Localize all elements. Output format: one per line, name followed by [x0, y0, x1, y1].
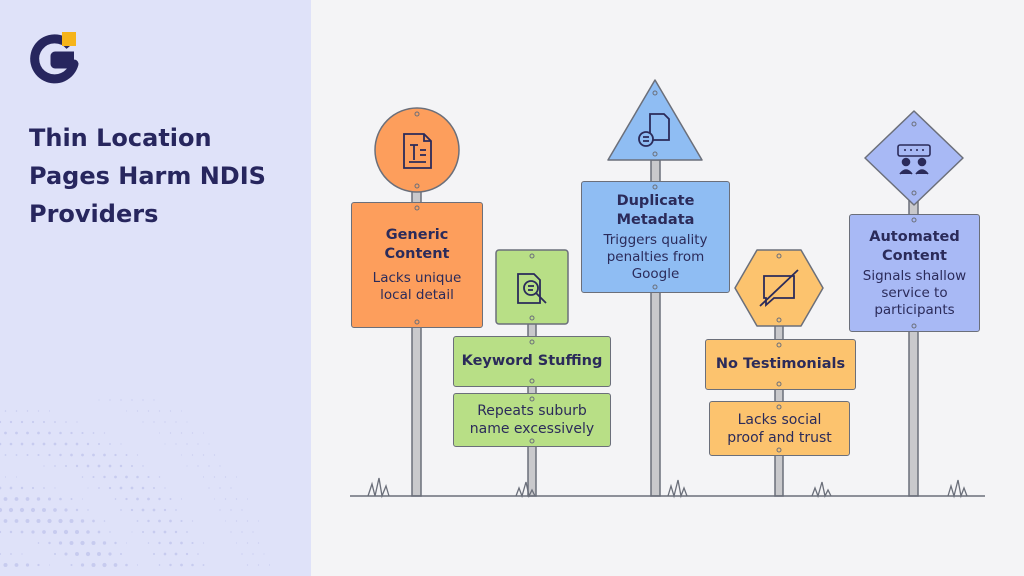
duplicate-metadata-body-2: penalties from	[606, 248, 705, 265]
page-title-line-2: Pages Harm NDIS	[29, 162, 266, 190]
keyword-stuffing-body-1: Repeats suburb	[477, 403, 587, 419]
automated-content-body-1: Signals shallow	[862, 267, 967, 284]
sign-duplicate-metadata: Duplicate Metadata Triggers quality pena…	[581, 181, 730, 293]
diamond-sign-top	[864, 110, 964, 206]
page-title-line-1: Thin Location	[29, 124, 212, 152]
generic-content-body-1: Lacks unique	[372, 270, 462, 286]
page-title-line-3: Providers	[29, 200, 159, 228]
generic-content-heading-1: Generic	[385, 227, 449, 243]
circle-sign-top	[374, 107, 460, 193]
sign-generic-content: Generic Content Lacks unique local detai…	[351, 202, 483, 328]
duplicate-metadata-heading-1: Duplicate	[616, 192, 695, 209]
sign-keyword-stuffing-detail: Repeats suburb name excessively	[453, 393, 611, 447]
keyword-stuffing-heading: Keyword Stuffing	[461, 353, 603, 369]
brand-logo	[30, 32, 79, 84]
sign-no-testimonials-detail: Lacks social proof and trust	[709, 401, 850, 456]
automated-content-heading-2: Content	[882, 247, 947, 264]
sign-automated-content: Automated Content Signals shallow servic…	[849, 214, 980, 332]
grass-tufts	[367, 477, 968, 499]
no-testimonials-body-1: Lacks social	[737, 411, 822, 428]
magnifier-document-icon	[517, 273, 547, 304]
duplicate-metadata-heading-2: Metadata	[616, 211, 695, 228]
automated-content-heading-1: Automated	[869, 228, 960, 245]
dot-pattern-decoration	[0, 399, 271, 568]
duplicate-metadata-body-1: Triggers quality	[603, 231, 708, 248]
left-panel: Thin Location Pages Harm NDIS Providers	[0, 0, 311, 576]
automated-content-body-3: participants	[874, 301, 955, 318]
logo-g-shape	[30, 34, 79, 84]
triangle-sign-top	[607, 79, 703, 161]
no-testimonials-heading: No Testimonials	[715, 356, 846, 372]
robot-people-icon	[897, 144, 931, 175]
duplicate-files-icon	[638, 113, 670, 147]
automated-content-body-2: service to	[881, 284, 948, 301]
document-text-icon	[403, 133, 432, 169]
sign-no-testimonials: No Testimonials	[705, 339, 856, 390]
generic-content-body-2: local detail	[380, 287, 454, 303]
generic-content-heading-2: Content	[384, 246, 450, 262]
no-chat-icon	[759, 269, 799, 307]
duplicate-metadata-body-3: Google	[631, 265, 680, 282]
no-testimonials-body-2: proof and trust	[727, 429, 832, 446]
square-sign-top	[495, 249, 569, 325]
logo-yellow-square	[62, 32, 76, 46]
keyword-stuffing-body-2: name excessively	[469, 421, 595, 437]
